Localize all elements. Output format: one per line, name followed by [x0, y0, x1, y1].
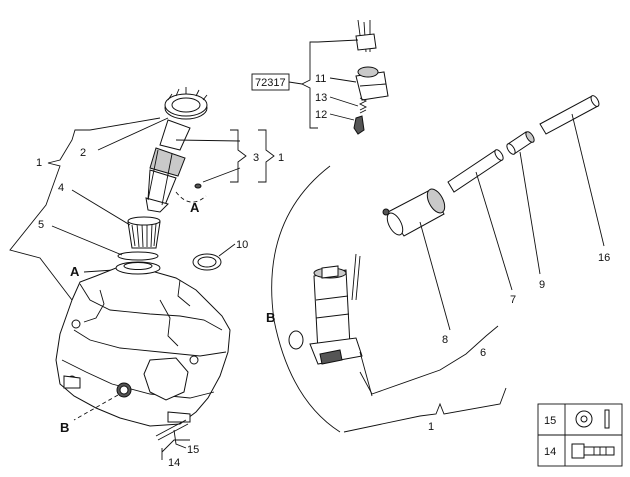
callout-3: 3: [253, 152, 259, 164]
fuel-hose-short: [447, 149, 504, 193]
group-bracket-1-bottom: [343, 387, 507, 433]
bolt-icon: [571, 443, 615, 459]
callout-9: 9: [539, 279, 545, 291]
kit-code: 72317: [255, 77, 286, 89]
callout-7: 7: [510, 294, 516, 306]
strainer-gasket: [117, 251, 159, 261]
fuel-tank: [55, 261, 231, 427]
callout-12: 12: [315, 109, 327, 121]
callout-16: 16: [598, 252, 610, 264]
group-bracket-1-left: [9, 117, 161, 301]
callout-5: 5: [38, 219, 44, 231]
sensor-spring: [358, 97, 368, 114]
view-marker-b-right: B: [266, 310, 275, 325]
filler-cap-ring: [164, 87, 208, 120]
tank-mount-screw: [155, 419, 189, 441]
view-b-arc: [271, 165, 341, 433]
fuel-hose-long: [539, 95, 600, 135]
inline-fuel-filter: [382, 188, 446, 237]
group-bracket-6: [359, 325, 499, 397]
hose-connector: [506, 131, 535, 155]
view-marker-a-lower: A: [70, 264, 80, 279]
callout-1-bottom: 1: [428, 421, 434, 433]
callout-10: 10: [236, 239, 248, 251]
washer-icon: [575, 409, 610, 429]
callout-1-left: 1: [36, 157, 42, 169]
legend-number-15: 15: [544, 415, 556, 427]
callout-15: 15: [187, 444, 199, 456]
fuel-strainer: [127, 216, 161, 249]
callout-11: 11: [315, 73, 326, 85]
sensor-wires: [355, 19, 377, 53]
callout-6: 6: [480, 347, 486, 359]
callout-4: 4: [58, 182, 64, 194]
callout-14: 14: [168, 457, 180, 469]
filler-neck: [145, 119, 191, 213]
callout-8: 8: [442, 334, 448, 346]
sensor-clip: [353, 115, 365, 135]
filler-o-ring: [192, 253, 222, 271]
callout-2: 2: [80, 147, 86, 159]
fuel-pump: [288, 226, 383, 365]
legend-number-14: 14: [544, 446, 556, 458]
callout-1-right-of-3: 1: [278, 152, 284, 164]
view-marker-b-left: B: [60, 420, 69, 435]
fuel-level-sensor: [355, 66, 389, 101]
callout-13: 13: [315, 92, 327, 104]
view-marker-a-upper: A: [190, 200, 200, 215]
neck-screw: [194, 183, 202, 189]
